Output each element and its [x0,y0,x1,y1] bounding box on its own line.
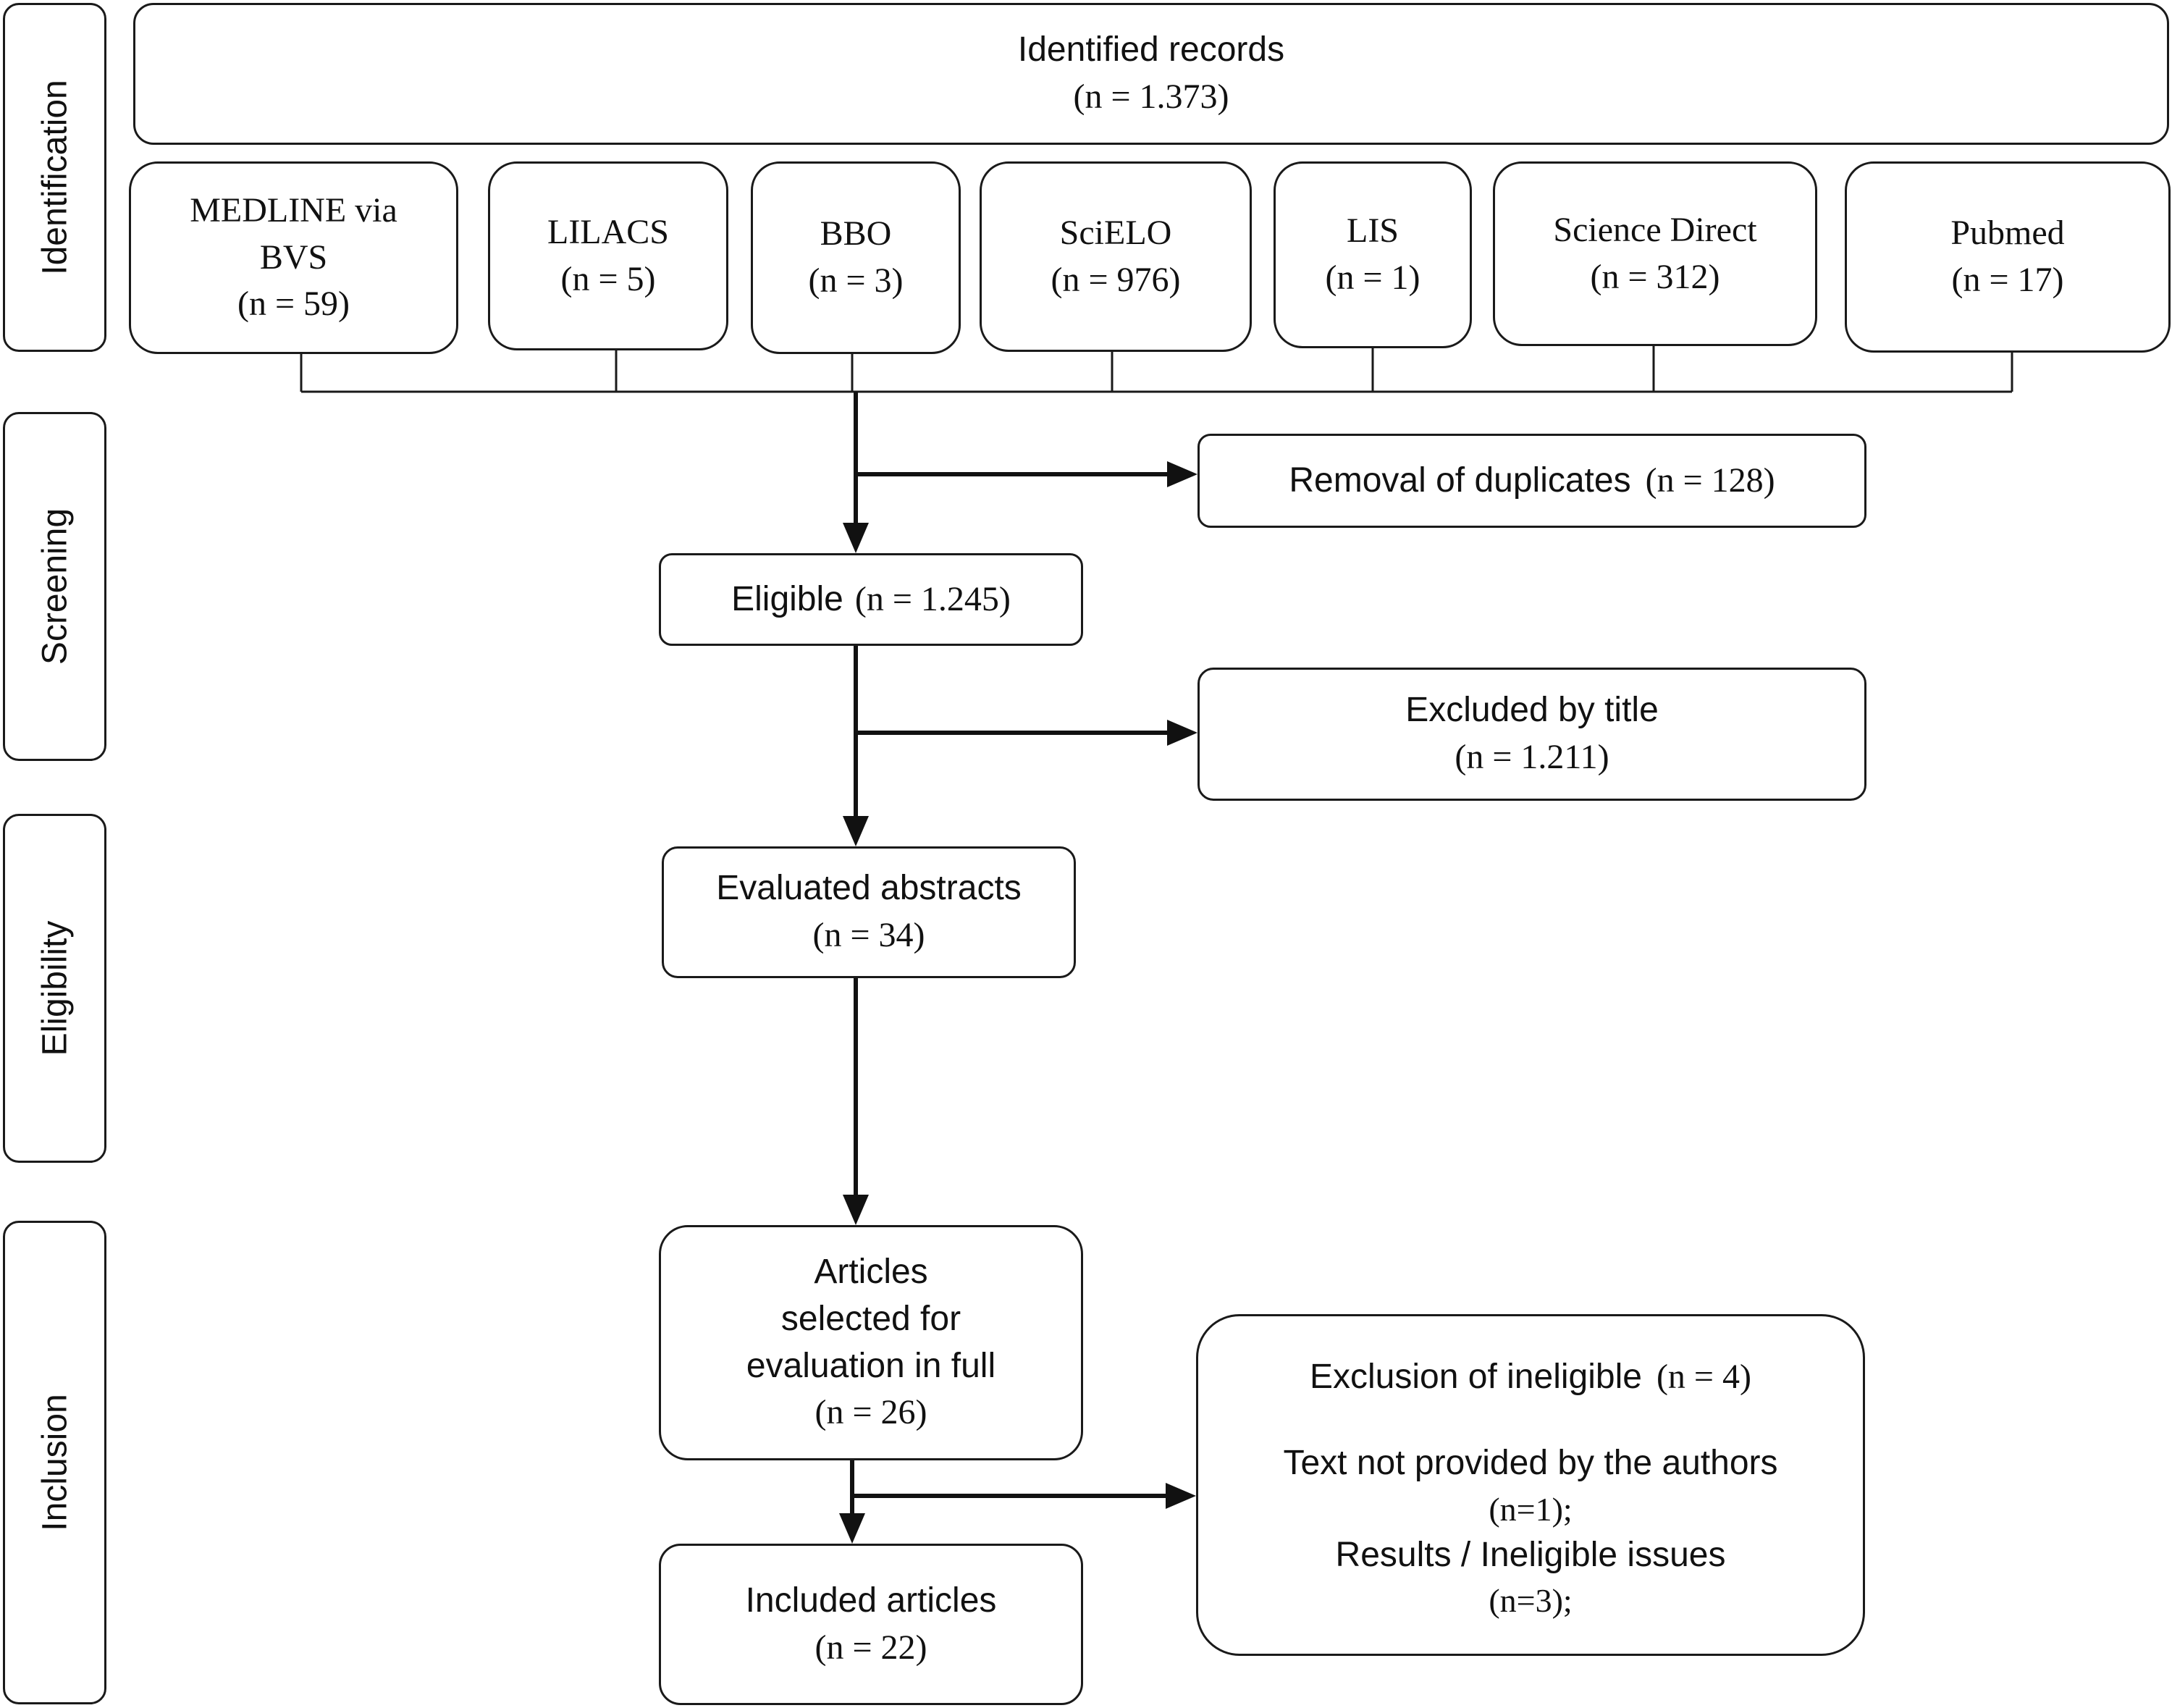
full-text-line2: selected for [780,1299,961,1338]
arrowhead-ineligible [1166,1483,1196,1509]
excluded-title-count: (n = 1.211) [1455,738,1609,776]
source-name: Science Direct [1553,210,1757,249]
eligible-count: (n = 1.245) [854,579,1011,618]
arrowhead-full-text [843,1195,869,1225]
source-bracket [300,346,2013,393]
source-box-lis: LIS (n = 1) [1274,161,1472,348]
excluded-by-title-box: Excluded by title (n = 1.211) [1197,668,1866,801]
arrowhead-duplicates [1167,461,1197,487]
full-text-count: (n = 26) [814,1393,927,1432]
evaluated-abstracts-box: Evaluated abstracts (n = 34) [662,846,1076,978]
stage-inclusion: Inclusion [3,1221,106,1704]
included-articles-box: Included articles (n = 22) [659,1544,1083,1705]
ineligible-excluded-box: Exclusion of ineligible (n = 4) Text not… [1196,1314,1865,1656]
identified-records-label: Identified records [1017,30,1285,70]
source-count: (n = 5) [560,259,656,298]
source-box-medline: MEDLINE via BVS (n = 59) [129,161,458,354]
eligible-box: Eligible (n = 1.245) [659,553,1083,646]
source-count: (n = 976) [1051,260,1181,299]
source-name: MEDLINE via [190,190,397,230]
source-name-line2: BVS [259,237,328,277]
identified-records-box: Identified records (n = 1.373) [133,3,2169,145]
source-box-scielo: SciELO (n = 976) [980,161,1252,352]
source-box-lilacs: LILACS (n = 5) [488,161,728,350]
ineligible-reason-1: Text not provided by the authors [1283,1443,1778,1482]
stage-label: Screening [35,508,74,665]
source-name: LIS [1347,211,1399,251]
arrowhead-included [839,1513,865,1544]
stage-eligibility: Eligibility [3,814,106,1163]
excluded-title-label: Excluded by title [1405,691,1659,730]
eligible-label: Eligible [731,579,843,618]
ineligible-reason-2-count: (n=3); [1489,1582,1573,1620]
source-box-pubmed: Pubmed (n = 17) [1845,161,2171,353]
abstracts-count: (n = 34) [812,916,925,954]
source-count: (n = 312) [1590,257,1720,296]
stage-identification: Identification [3,3,106,352]
duplicates-label: Removal of duplicates [1289,460,1631,500]
stage-label: Eligibility [35,920,74,1056]
ineligible-label: Exclusion of ineligible [1310,1358,1642,1396]
source-name: SciELO [1059,213,1172,252]
source-name: LILACS [547,212,669,251]
arrowhead-eligible [843,523,869,553]
stage-screening: Screening [3,412,106,761]
arrowhead-abstracts [843,816,869,846]
ineligible-reason-2: Results / Ineligible issues [1335,1535,1726,1574]
source-count: (n = 3) [808,261,904,300]
abstracts-label: Evaluated abstracts [716,869,1022,908]
source-name: BBO [820,214,892,253]
source-box-science-direct: Science Direct (n = 312) [1493,161,1817,346]
source-count: (n = 17) [1951,261,2064,299]
source-count: (n = 59) [237,285,350,324]
stage-label: Identification [35,80,74,275]
ineligible-reason-1-count: (n=1); [1489,1490,1573,1528]
identified-records-count: (n = 1.373) [1073,77,1229,116]
full-text-line3: evaluation in full [746,1346,996,1385]
duplicates-count: (n = 128) [1645,460,1775,500]
source-box-bbo: BBO (n = 3) [751,161,961,354]
source-name: Pubmed [1950,214,2065,253]
source-count: (n = 1) [1325,258,1420,297]
stage-label: Inclusion [35,1394,74,1531]
included-count: (n = 22) [814,1628,927,1667]
included-label: Included articles [745,1581,997,1620]
ineligible-count: (n = 4) [1656,1358,1751,1396]
full-text-selected-box: Articles selected for evaluation in full… [659,1225,1083,1460]
arrowhead-excluded-title [1167,720,1197,746]
duplicates-removed-box: Removal of duplicates (n = 128) [1197,434,1866,528]
full-text-line1: Articles [814,1252,928,1291]
